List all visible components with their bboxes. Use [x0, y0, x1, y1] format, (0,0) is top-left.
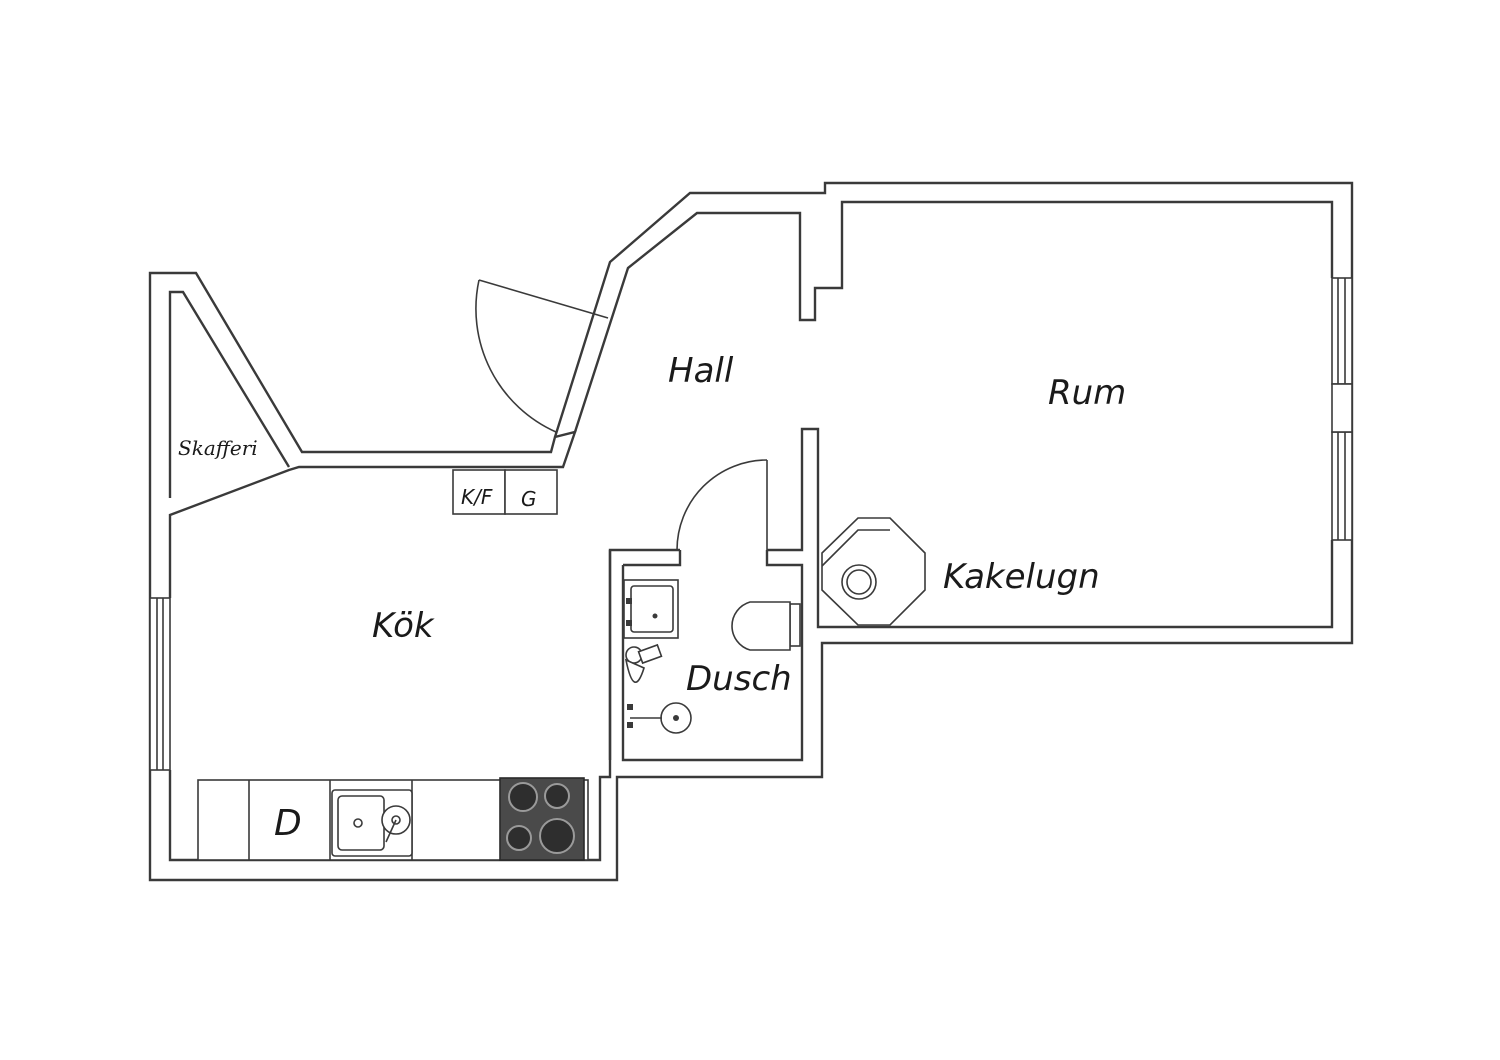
- room-label-kok: Kök: [372, 606, 435, 646]
- wall-kitchen-outer: [148, 271, 577, 860]
- entrance-door: [475, 279, 609, 433]
- toilet: [731, 601, 801, 651]
- wall-rum-right-inner: [767, 427, 1334, 629]
- bathroom-door: [676, 459, 768, 551]
- shower-fixture: [624, 643, 663, 683]
- kakelugn-stove: [821, 517, 926, 626]
- label-fridge-freezer: K/F: [461, 485, 493, 509]
- label-g: G: [521, 487, 537, 511]
- wall-pantry: [168, 290, 291, 498]
- g-box: [504, 469, 558, 515]
- room-label-dusch: Dusch: [686, 659, 792, 699]
- window-rum-1: [1331, 277, 1353, 385]
- bathroom-walls: [608, 550, 804, 762]
- wall-bottom-outer: [148, 181, 1354, 882]
- window-pier: [1331, 383, 1353, 433]
- kitchen-sink: [331, 789, 413, 857]
- room-label-rum: Rum: [1048, 373, 1126, 413]
- room-label-hall: Hall: [668, 351, 734, 391]
- room-label-skafferi: Skafferi: [178, 436, 258, 460]
- label-dishwasher: D: [274, 803, 302, 844]
- shower-drain: [627, 702, 692, 734]
- wall-hall-inner: [573, 200, 1334, 433]
- fridge-freezer-box: [452, 469, 506, 515]
- window-rum-2: [1331, 431, 1353, 541]
- stove: [499, 777, 585, 861]
- outer-walls: [148, 181, 1354, 882]
- washbasin: [623, 579, 679, 639]
- label-kakelugn: Kakelugn: [943, 557, 1100, 597]
- window-kitchen: [149, 597, 171, 771]
